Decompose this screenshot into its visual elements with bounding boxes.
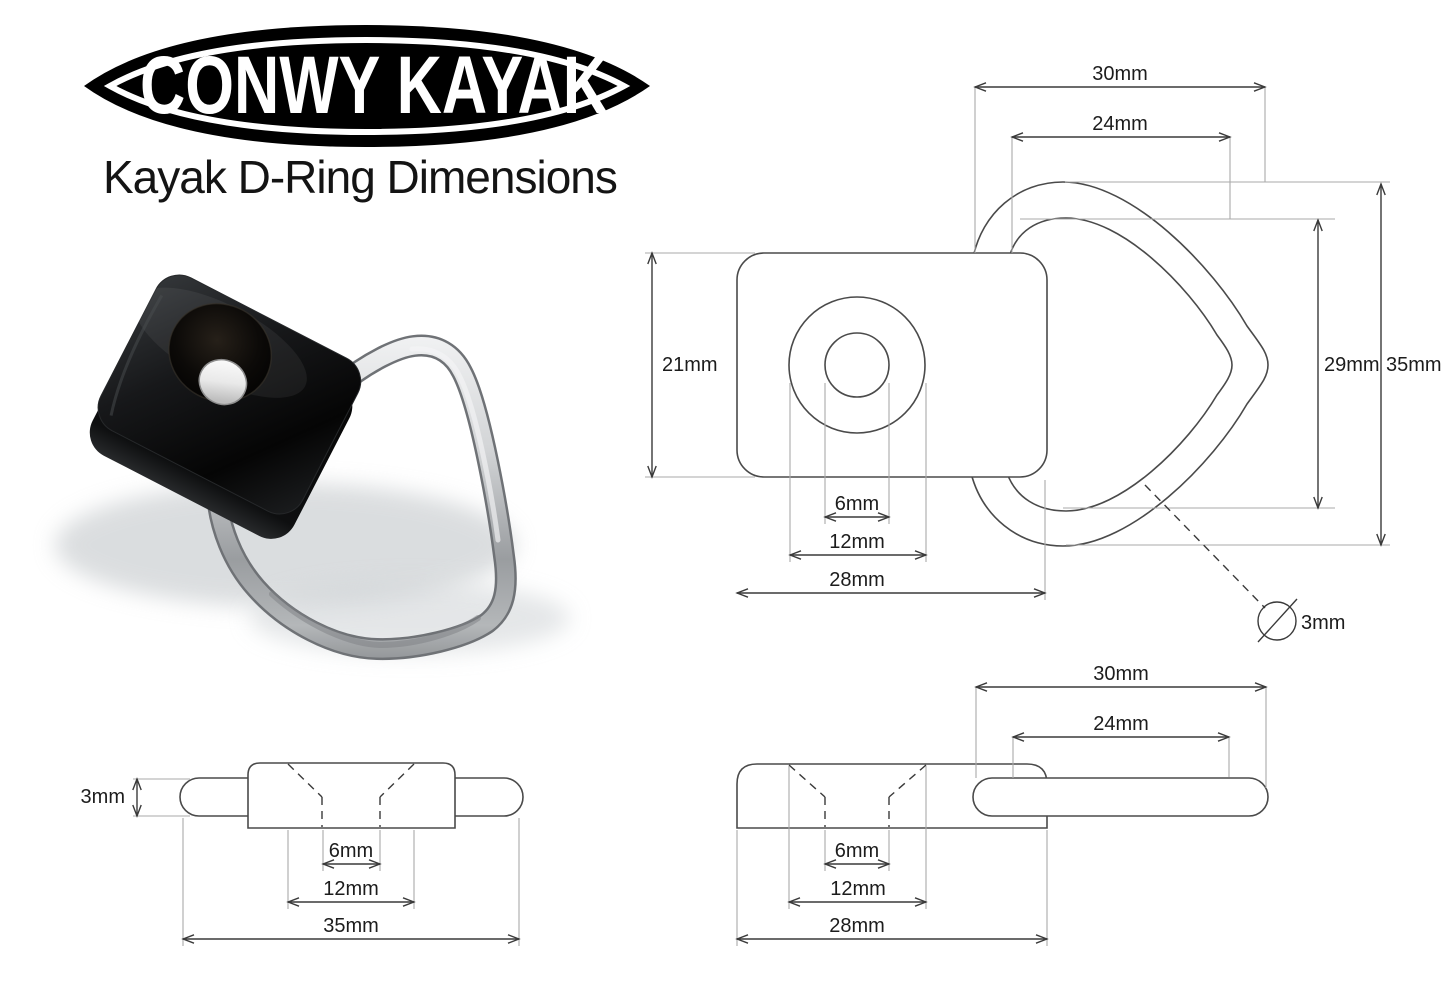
logo-kayak-shape bbox=[84, 25, 650, 147]
top-view-ring-outline bbox=[970, 181, 1269, 547]
through-hole bbox=[198, 358, 248, 406]
dim-label: 28mm bbox=[829, 915, 885, 937]
brand-logo: CONWY KAYAK bbox=[84, 25, 650, 147]
dim-label: 12mm bbox=[323, 878, 379, 900]
top-view-base bbox=[736, 252, 1048, 478]
side-view-hidden-hole bbox=[287, 763, 415, 827]
dim-front-countersink: 12mm bbox=[789, 878, 926, 902]
dim-front-ring-inner-width: 24mm bbox=[1013, 713, 1229, 737]
photo-shadow bbox=[55, 483, 515, 607]
front-view-wire-rod bbox=[972, 777, 1269, 817]
dim-front-hole: 6mm bbox=[825, 840, 889, 864]
dim-wire-diameter-callout: 3mm bbox=[1144, 484, 1345, 643]
top-view-extension-lines bbox=[645, 87, 1390, 600]
metal-d-ring bbox=[205, 334, 517, 661]
dim-top-ring-inner-width: 24mm bbox=[1012, 113, 1230, 137]
top-view-hole-circle bbox=[824, 332, 890, 398]
dim-top-hole: 6mm bbox=[825, 493, 889, 517]
dim-label: 21mm bbox=[662, 354, 718, 376]
dim-label: 35mm bbox=[323, 915, 379, 937]
dim-side-countersink: 12mm bbox=[288, 878, 414, 902]
dim-top-base-width: 28mm bbox=[737, 569, 1045, 593]
logo-eye-pupil bbox=[199, 78, 219, 98]
side-view-base bbox=[247, 762, 456, 829]
dim-label: 30mm bbox=[1092, 63, 1148, 85]
dim-top-countersink: 12mm bbox=[790, 531, 926, 555]
dim-label: 12mm bbox=[829, 531, 885, 553]
dim-front-base-width: 28mm bbox=[737, 915, 1047, 939]
dim-top-base-height: 21mm bbox=[652, 253, 718, 477]
dim-top-ring-inner-height: 29mm bbox=[1318, 220, 1380, 508]
dim-label: 24mm bbox=[1093, 713, 1149, 735]
dim-label: 30mm bbox=[1093, 663, 1149, 685]
dim-top-ring-width: 30mm bbox=[975, 63, 1265, 87]
dim-label: 6mm bbox=[329, 840, 373, 862]
dim-label: 3mm bbox=[1301, 612, 1345, 634]
front-view-drawing: 30mm 24mm 6mm 12mm 28mm bbox=[736, 663, 1269, 946]
dim-label: 12mm bbox=[830, 878, 886, 900]
dim-label: 6mm bbox=[835, 840, 879, 862]
front-view-extension-lines bbox=[736, 687, 1267, 946]
dim-label: 24mm bbox=[1092, 113, 1148, 135]
dim-side-total-width: 35mm bbox=[183, 915, 519, 939]
dim-label: 28mm bbox=[829, 569, 885, 591]
top-view-countersink-circle bbox=[788, 296, 926, 434]
logo-inner-outline bbox=[103, 36, 631, 136]
dim-label: 29mm bbox=[1324, 354, 1380, 376]
dim-label: 35mm bbox=[1386, 354, 1442, 376]
dim-side-wire-thickness: 3mm bbox=[81, 779, 137, 816]
product-photo bbox=[55, 274, 570, 661]
plastic-base bbox=[89, 274, 362, 539]
dim-front-ring-width: 30mm bbox=[976, 663, 1266, 687]
front-view-hidden-hole bbox=[788, 764, 927, 827]
dim-label: 3mm bbox=[81, 786, 125, 808]
dim-side-hole: 6mm bbox=[323, 840, 380, 864]
top-view-drawing: 30mm 24mm 21mm 29mm 35mm 6mm 12mm 28mm bbox=[645, 63, 1442, 643]
page-title: Kayak D-Ring Dimensions bbox=[103, 151, 617, 203]
dim-top-ring-height: 35mm bbox=[1381, 184, 1442, 545]
side-view-drawing: 3mm 6mm 12mm 35mm bbox=[81, 762, 524, 946]
dim-label: 6mm bbox=[835, 493, 879, 515]
